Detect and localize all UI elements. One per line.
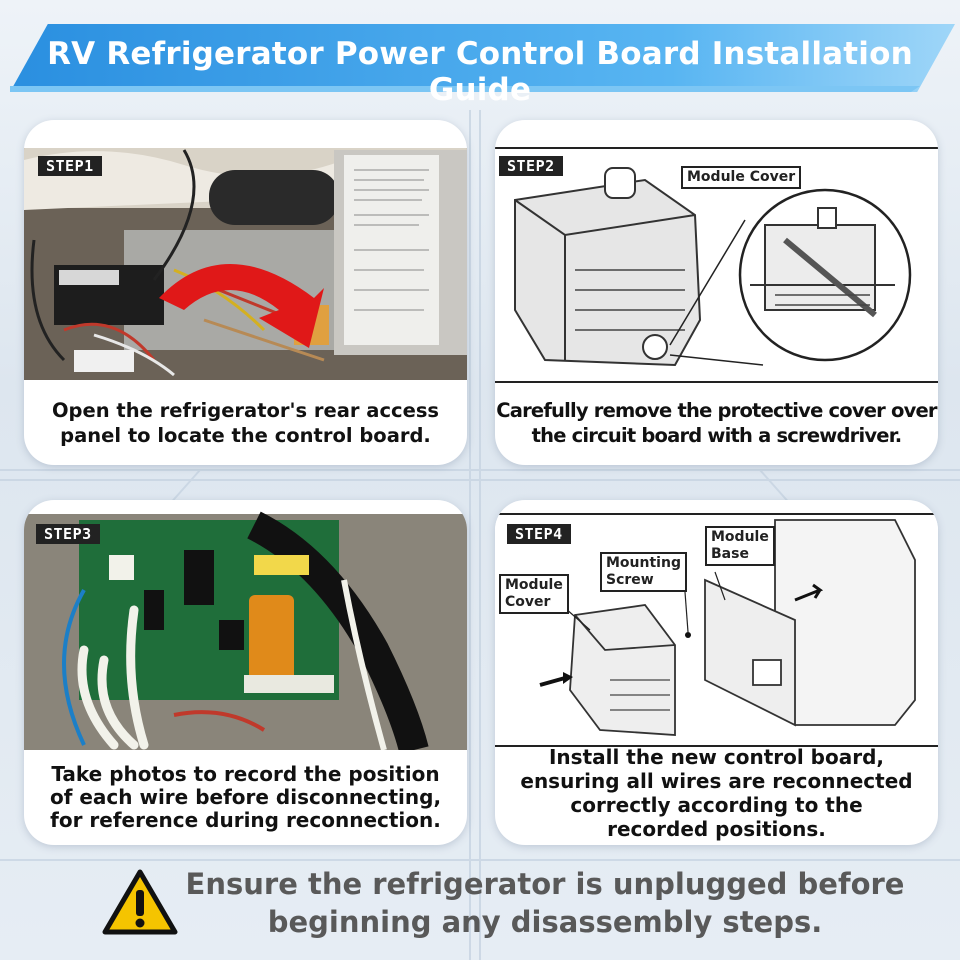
step4-caption: Install the new control board, ensuring … bbox=[495, 745, 938, 841]
step1-card: STEP1 Open the refrigerator's rear acces… bbox=[24, 120, 467, 465]
module-base-callout: Module Base bbox=[705, 526, 775, 566]
caption-line: for reference during reconnection. bbox=[50, 808, 441, 832]
caption-line: Install the new control board, bbox=[548, 745, 885, 769]
step4-card: STEP4 Module Cover Mounting Screw Module… bbox=[495, 500, 938, 845]
step1-caption: Open the refrigerator's rear access pane… bbox=[24, 398, 467, 448]
page-title: RV Refrigerator Power Control Board Inst… bbox=[47, 36, 913, 108]
caption-line: Open the refrigerator's rear access bbox=[51, 399, 440, 422]
caption-line: Carefully remove the protective cover ov… bbox=[496, 399, 937, 422]
title-banner bbox=[10, 24, 955, 92]
warning-message: Ensure the refrigerator is unplugged bef… bbox=[165, 865, 925, 941]
callout-line: Base bbox=[711, 546, 749, 562]
step1-tag: STEP1 bbox=[38, 156, 102, 176]
callout-line: Cover bbox=[505, 594, 551, 610]
mounting-screw-callout: Mounting Screw bbox=[600, 552, 687, 592]
warning-line: Ensure the refrigerator is unplugged bef… bbox=[185, 867, 905, 901]
step2-tag: STEP2 bbox=[499, 156, 563, 176]
warning-triangle-icon bbox=[102, 869, 178, 935]
warning-line: beginning any disassembly steps. bbox=[267, 905, 823, 939]
callout-line: Screw bbox=[606, 572, 654, 588]
step3-photo bbox=[24, 511, 467, 750]
caption-line: correctly according to the bbox=[570, 793, 863, 817]
step2-caption: Carefully remove the protective cover ov… bbox=[495, 398, 938, 448]
module-cover-callout: Module Cover bbox=[681, 166, 802, 189]
callout-line: Module bbox=[711, 529, 769, 545]
module-cover-callout: Module Cover bbox=[499, 574, 569, 614]
step2-card: STEP2 Module Cover Carefully remove the … bbox=[495, 120, 938, 465]
caption-line: panel to locate the control board. bbox=[60, 424, 431, 447]
caption-line: Take photos to record the position bbox=[51, 762, 440, 786]
caption-line: the circuit board with a screwdriver. bbox=[531, 424, 903, 447]
step3-card: STEP3 Take photos to record the position… bbox=[24, 500, 467, 845]
caption-line: ensuring all wires are reconnected bbox=[520, 769, 913, 793]
caption-line: of each wire before disconnecting, bbox=[49, 785, 442, 809]
callout-line: Module bbox=[505, 577, 563, 593]
title-banner-underline bbox=[10, 86, 920, 92]
step4-diagram bbox=[495, 512, 938, 748]
step4-tag: STEP4 bbox=[507, 524, 571, 544]
caption-line: recorded positions. bbox=[607, 817, 826, 841]
callout-line: Mounting bbox=[606, 555, 681, 571]
step3-caption: Take photos to record the position of ea… bbox=[24, 763, 467, 832]
step3-tag: STEP3 bbox=[36, 524, 100, 544]
